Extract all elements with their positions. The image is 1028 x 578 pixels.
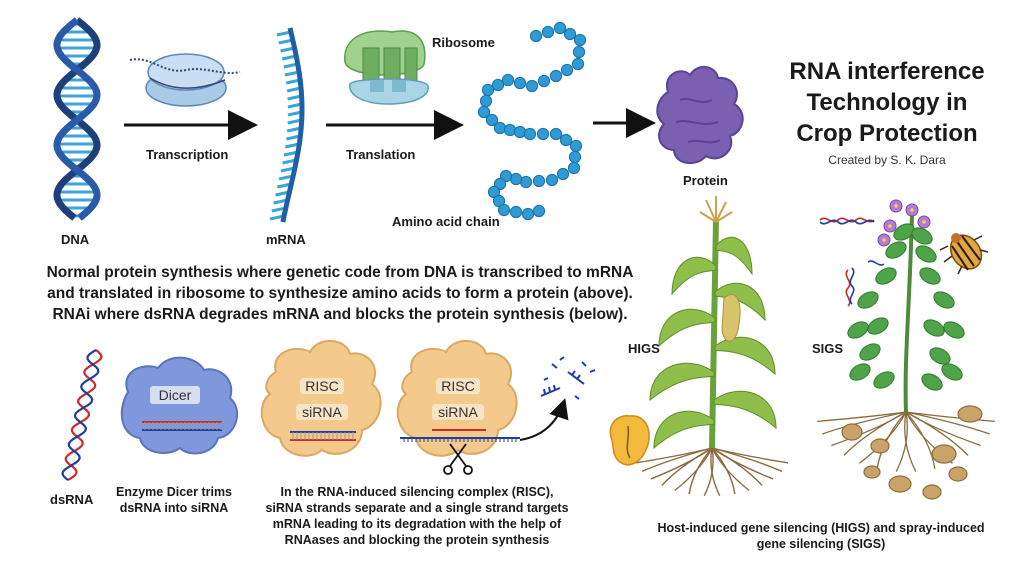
dicer-caption-line-2: dsRNA into siRNA bbox=[119, 501, 229, 515]
translation-label: Translation bbox=[346, 147, 416, 162]
plants-caption-line-2: gene silencing (SIGS) bbox=[756, 537, 886, 551]
plants-caption: Host-induced gene silencing (HIGS) and s… bbox=[626, 520, 1016, 552]
risc-caption-line-3: mRNA leading to its degradation with the… bbox=[272, 517, 562, 531]
risc-caption-line-1: In the RNA-induced silencing complex (RI… bbox=[280, 485, 554, 499]
summary-line-3: RNAi where dsRNA degrades mRNA and block… bbox=[52, 306, 628, 323]
ribosome-icon bbox=[344, 30, 429, 105]
potato-beetle-icon bbox=[939, 233, 989, 275]
mrna-strand-icon bbox=[269, 27, 305, 223]
dsrna-helix-icon bbox=[61, 349, 103, 481]
higs-label: HIGS bbox=[628, 341, 660, 356]
title-line-1: RNA interference bbox=[789, 58, 985, 85]
ribosome-label: Ribosome bbox=[432, 35, 495, 50]
amino-acid-chain-icon bbox=[477, 21, 587, 221]
summary-line-2: and translated in ribosome to synthesize… bbox=[47, 285, 633, 302]
sirna-badge-2: siRNA bbox=[432, 404, 484, 420]
summary-paragraph: Normal protein synthesis where genetic c… bbox=[40, 262, 640, 325]
summary-line-1: Normal protein synthesis where genetic c… bbox=[46, 264, 634, 281]
risc-complex-icon-1 bbox=[260, 340, 382, 457]
degradation-arrow bbox=[519, 398, 569, 441]
dsrna-label: dsRNA bbox=[50, 492, 94, 507]
risc-caption-line-2: siRNA strands separate and a single stra… bbox=[265, 501, 569, 515]
dicer-caption: Enzyme Dicer trims dsRNA into siRNA bbox=[104, 484, 244, 516]
dna-label: DNA bbox=[61, 232, 90, 247]
page-title: RNA interference Technology in Crop Prot… bbox=[762, 56, 1012, 149]
rna-polymerase-icon bbox=[129, 53, 241, 107]
corn-kernel-icon bbox=[609, 415, 650, 466]
sprayed-dsrna-icon bbox=[819, 217, 885, 307]
risc-badge-1: RISC bbox=[300, 378, 344, 394]
sirna-badge-1: siRNA bbox=[296, 404, 348, 420]
protein-label: Protein bbox=[683, 173, 728, 188]
amino-acid-chain-label: Amino acid chain bbox=[392, 214, 500, 229]
mrna-label: mRNA bbox=[266, 232, 306, 247]
title-line-2: Technology in bbox=[806, 89, 968, 116]
corn-plant-icon bbox=[635, 196, 789, 497]
risc-complex-icon-2 bbox=[396, 340, 520, 475]
dicer-caption-line-1: Enzyme Dicer trims bbox=[115, 485, 233, 499]
title-line-3: Crop Protection bbox=[796, 120, 978, 147]
potato-plant-icon bbox=[817, 199, 995, 500]
dicer-badge: Dicer bbox=[150, 386, 200, 404]
sigs-label: SIGS bbox=[812, 341, 844, 356]
transcription-label: Transcription bbox=[146, 147, 229, 162]
mrna-fragments-icon bbox=[540, 356, 596, 400]
dicer-enzyme-icon bbox=[120, 356, 239, 455]
risc-badge-2: RISC bbox=[436, 378, 480, 394]
dna-helix-icon bbox=[53, 17, 101, 221]
scissors-icon bbox=[443, 443, 473, 475]
risc-caption: In the RNA-induced silencing complex (RI… bbox=[252, 484, 582, 548]
risc-caption-line-4: RNAases and blocking the protein synthes… bbox=[284, 533, 550, 547]
plants-caption-line-1: Host-induced gene silencing (HIGS) and s… bbox=[657, 521, 985, 535]
protein-icon bbox=[656, 66, 744, 165]
author-credit: Created by S. K. Dara bbox=[828, 153, 946, 167]
